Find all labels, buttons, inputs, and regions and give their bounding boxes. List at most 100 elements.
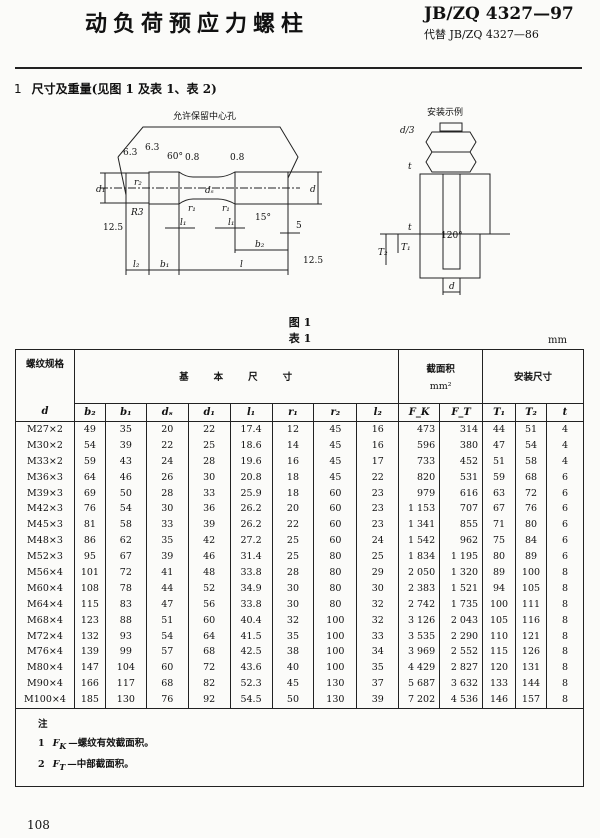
note-symbol: FK (52, 737, 67, 751)
table-cell: 81 (73, 516, 106, 533)
thread-spec-cell: M80×4 (15, 659, 75, 676)
label-l1: l₁ (180, 218, 187, 228)
table-cell: 8 (545, 596, 585, 613)
table-cell: 76 (73, 500, 106, 517)
table-cell: 157 (515, 691, 547, 709)
table-cell: 72 (104, 564, 147, 581)
table-cell: 2 290 (439, 628, 484, 644)
table-cell: 19.6 (229, 453, 273, 470)
column-header: d₁ (187, 402, 231, 422)
table-cell: 101 (73, 564, 106, 581)
table-cell: 1 542 (398, 532, 441, 549)
table-cell: 8 (545, 659, 585, 676)
table-cell: 54.5 (229, 691, 273, 709)
table-cell: 16 (271, 453, 315, 470)
table-cell: 139 (73, 643, 106, 660)
page-number: 108 (27, 818, 50, 832)
table-cell: 4 429 (398, 659, 441, 676)
table-unit: mm (548, 335, 567, 346)
table-cell: 28 (145, 485, 189, 501)
table-cell: 1 195 (439, 548, 484, 565)
table-cell: 35 (356, 659, 400, 676)
table-cell: 71 (482, 516, 517, 533)
table-cell: 116 (515, 612, 547, 629)
table-cell: 8 (545, 675, 585, 692)
document-title: 动负荷预应力螺柱 (85, 12, 310, 37)
column-header: T₂ (515, 402, 547, 422)
label-ra-6-3b: 6.3 (145, 143, 160, 153)
column-header: t (545, 402, 585, 422)
thread-spec-cell: M100×4 (15, 691, 75, 709)
nut-lower (425, 151, 477, 173)
table-cell: 48 (187, 564, 231, 581)
table-cell: 22 (356, 469, 400, 486)
table-cell: 35 (271, 628, 315, 644)
table-cell: 88 (104, 612, 147, 629)
table-cell: 84 (515, 532, 547, 549)
table-cell: 8 (545, 691, 585, 709)
figure-caption: 图 1 (288, 316, 312, 329)
table-cell: 100 (515, 564, 547, 581)
table-cell: 56 (187, 596, 231, 613)
table-cell: 6 (545, 500, 585, 517)
table-cell: 50 (271, 691, 315, 709)
table-cell: 52.3 (229, 675, 273, 692)
table-cell: 4 (545, 453, 585, 470)
stud-top (439, 122, 463, 132)
header-rule (15, 67, 582, 69)
table-cell: 6 (545, 548, 585, 565)
table-cell: 6 (545, 532, 585, 549)
thread-spec-cell: M52×3 (15, 548, 75, 565)
thread-spec-cell: M30×2 (15, 437, 75, 454)
table-cell: 2 043 (439, 612, 484, 629)
table-cell: 1 735 (439, 596, 484, 613)
table-cell: 89 (515, 548, 547, 565)
table-cell: 76 (145, 691, 189, 709)
table-cell: 38 (271, 643, 315, 660)
table-cell: 115 (482, 643, 517, 660)
label-l: l (240, 260, 243, 270)
table-cell: 82 (187, 675, 231, 692)
thread-spec-cell: M64×4 (15, 596, 75, 613)
table-cell: 93 (104, 628, 147, 644)
table-cell: 46 (187, 548, 231, 565)
table-cell: 60 (313, 500, 358, 517)
thread-spec-cell: M68×4 (15, 612, 75, 629)
thread-spec-cell: M60×4 (15, 580, 75, 597)
note-number: 1 (38, 737, 45, 749)
note-text: —中部截面积。 (67, 759, 134, 771)
table-cell: 20 (271, 500, 315, 517)
table-cell: 18 (271, 485, 315, 501)
label-T1: T₁ (401, 243, 411, 253)
replaces-standard: 代替 JB/ZQ 4327—86 (424, 28, 539, 41)
table-cell: 6 (545, 485, 585, 501)
table-cell: 100 (313, 612, 358, 629)
table-cell: 25.9 (229, 485, 273, 501)
table-cell: 100 (482, 596, 517, 613)
table-cell: 2 383 (398, 580, 441, 597)
table-cell: 146 (482, 691, 517, 709)
table-cell: 80 (313, 596, 358, 613)
table-cell: 33.8 (229, 596, 273, 613)
label-l2: l₂ (133, 260, 140, 270)
table-cell: 47 (145, 596, 189, 613)
table-cell: 35 (104, 421, 147, 438)
table-cell: 60 (313, 485, 358, 501)
table-cell: 43.6 (229, 659, 273, 676)
table-cell: 8 (545, 580, 585, 597)
label-T2: T₂ (378, 248, 388, 258)
label-d: d (310, 185, 316, 195)
table-cell: 108 (73, 580, 106, 597)
table-cell: 452 (439, 453, 484, 470)
thread-spec-cell: M48×3 (15, 532, 75, 549)
table-cell: 69 (73, 485, 106, 501)
table-cell: 40 (271, 659, 315, 676)
